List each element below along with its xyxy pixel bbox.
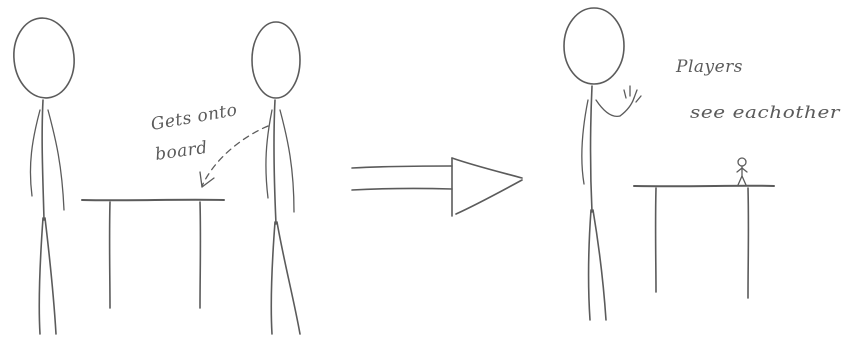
board-table-after (634, 186, 774, 298)
annotation-players: Players (675, 57, 743, 77)
table-top (634, 186, 774, 187)
tiny-player-on-board (737, 158, 747, 185)
player-two-right-arm (280, 110, 294, 212)
tiny-player-head (738, 158, 746, 166)
dashed-curved-arrow-icon (200, 126, 268, 187)
player-waving-right-forearm (620, 98, 634, 116)
board-table-before (82, 200, 224, 308)
player-one-right-leg (45, 218, 56, 334)
player-waving-body (591, 86, 593, 212)
annotation-board: board (154, 138, 209, 165)
player-two-right-leg (277, 222, 300, 334)
player-two-left-leg (271, 222, 275, 334)
player-one-right-arm (48, 110, 64, 210)
annotation-gets-onto: Gets onto (149, 100, 239, 135)
waving-hand-icon (624, 86, 641, 102)
player-two-figure (252, 22, 300, 334)
tiny-player-legs (738, 176, 746, 185)
player-waving-left-leg (589, 210, 591, 320)
player-one-left-leg (39, 218, 43, 334)
double-arrow-right-icon (352, 158, 522, 216)
player-one-figure (10, 15, 78, 334)
player-waving-right-leg (593, 210, 606, 320)
table-top (82, 200, 224, 201)
player-waving-figure (564, 8, 641, 320)
player-two-head (252, 22, 300, 98)
annotation-see-eachother: see eachother (690, 103, 840, 123)
player-two-body (274, 100, 276, 224)
player-one-head (10, 15, 78, 101)
player-waving-left-arm (582, 100, 588, 184)
player-waving-head (564, 8, 624, 84)
scene-after: Players see eachother (564, 8, 840, 320)
player-one-left-arm (30, 110, 40, 196)
scene-before: Gets onto board (10, 15, 300, 334)
player-two-left-arm (266, 110, 272, 198)
player-one-body (42, 100, 44, 220)
player-waving-right-arm (596, 100, 620, 116)
